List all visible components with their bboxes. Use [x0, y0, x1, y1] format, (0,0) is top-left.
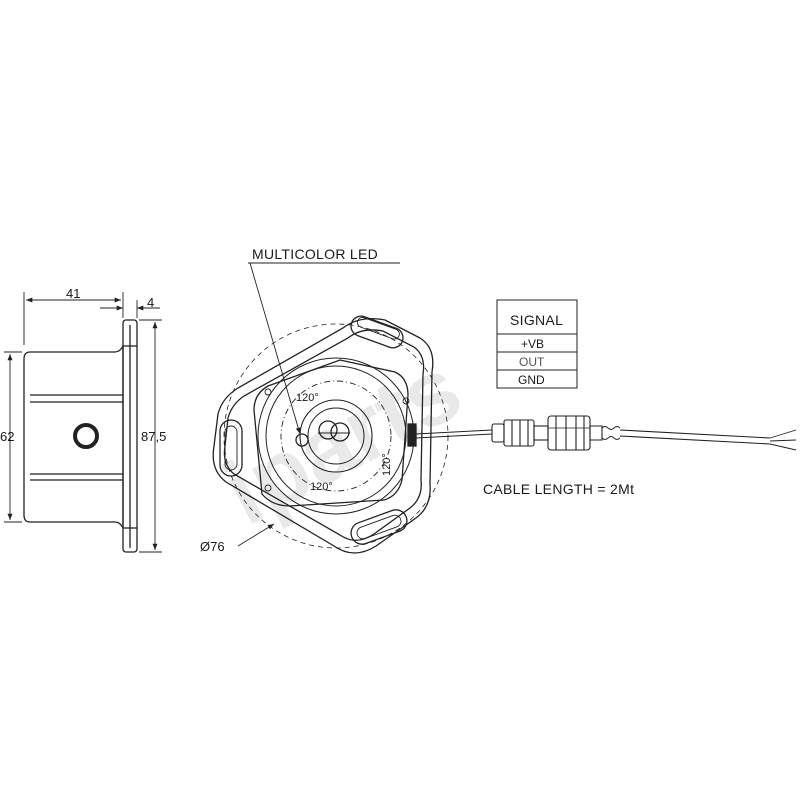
slot-bottom-inner: [356, 514, 402, 540]
signal-row-out: OUT: [519, 355, 545, 369]
wire-end-2: [769, 439, 797, 442]
slot-bottom: [350, 509, 408, 545]
cable-exit: [407, 423, 417, 447]
side-dimensions: [4, 292, 162, 553]
signal-table-header: SIGNAL: [510, 312, 563, 328]
slot-top-inner: [356, 316, 400, 340]
dim-62-label: 62: [0, 429, 14, 444]
signal-row-vb: +VB: [521, 337, 544, 351]
signal-row-gnd: GND: [518, 373, 545, 387]
front-housing-inner: [223, 329, 425, 541]
front-ring-dashed: [280, 380, 392, 492]
dim-87-label: 87,5: [141, 429, 166, 444]
wire-end-1: [769, 429, 797, 439]
signal-table: [496, 299, 578, 389]
dim-4-label: 4: [147, 295, 154, 310]
front-plate: [253, 359, 409, 507]
screw-2: [402, 397, 410, 405]
hub-right: [330, 422, 350, 442]
diameter-leader: [237, 523, 275, 547]
angle-label-top: 120°: [296, 392, 319, 404]
cable-segment-2: [619, 429, 771, 439]
slot-left-inner: [224, 425, 238, 471]
plug-joint: [533, 425, 549, 441]
side-flange: [122, 319, 138, 553]
front-view: [212, 315, 449, 554]
side-body: [23, 345, 124, 529]
cable-length-label: CABLE LENGTH = 2Mt: [483, 481, 634, 497]
led-dot: [295, 433, 309, 447]
wire-end-3: [769, 443, 797, 451]
cable-segment-2b: [619, 435, 771, 445]
angle-label-bottom: 120°: [310, 481, 333, 493]
strain-relief: [589, 425, 603, 441]
cable-segment-1b: [415, 433, 493, 439]
hub-left: [318, 420, 338, 440]
plug-cap: [491, 423, 505, 443]
plug-body: [503, 419, 535, 447]
dim-41-label: 41: [66, 286, 80, 301]
side-hole: [73, 423, 99, 449]
slot-top: [350, 315, 404, 349]
strain-ribs: [601, 426, 621, 440]
cable-assembly: [415, 415, 797, 451]
led-label: MULTICOLOR LED: [252, 246, 378, 262]
cable-segment-1: [415, 429, 493, 435]
led-leader: [248, 262, 400, 435]
signal-table-frame: [496, 299, 578, 389]
front-housing-outline: [212, 317, 434, 554]
front-ring-inner: [299, 399, 373, 473]
screw-3: [264, 484, 272, 492]
angle-label-right: 120°: [381, 453, 393, 476]
front-ring-inner2: [307, 407, 365, 465]
front-ring-2: [265, 365, 407, 507]
diameter-label: Ø76: [200, 539, 225, 554]
side-view: [23, 319, 138, 553]
screw-1: [264, 388, 272, 396]
